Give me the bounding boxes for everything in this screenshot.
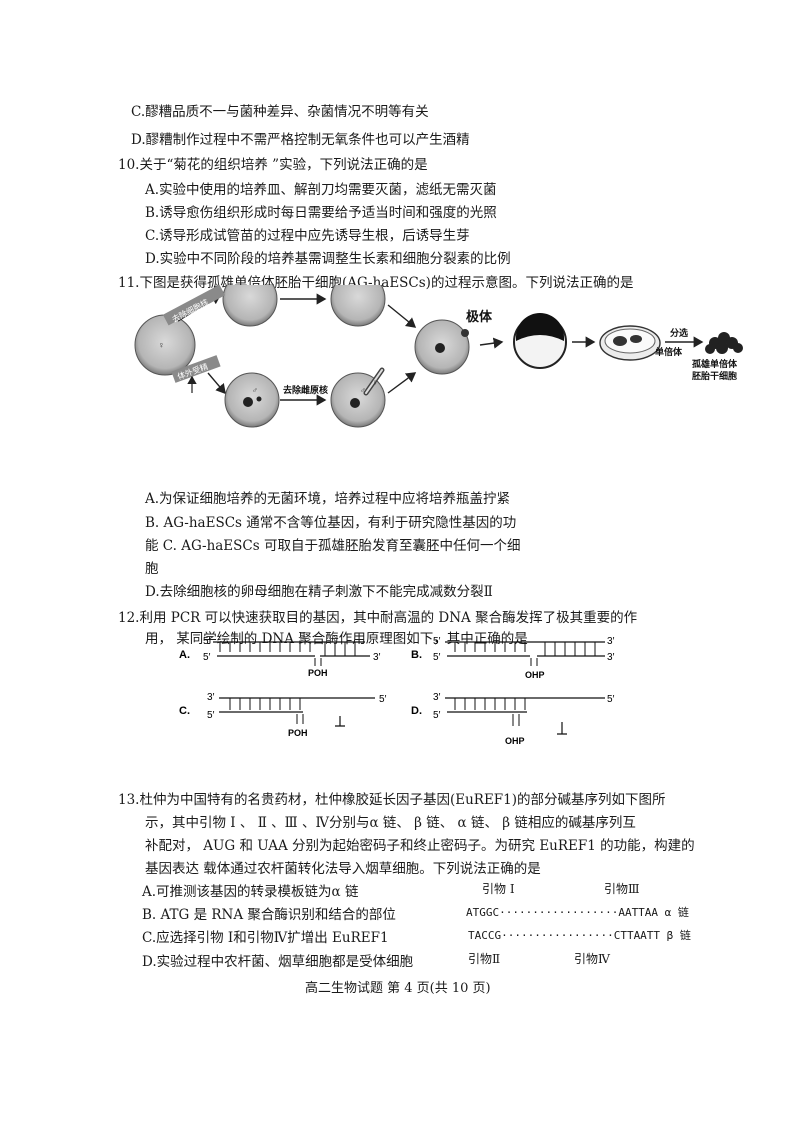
label-result-2: 胚胎干细胞 [692, 370, 737, 381]
q12-figure: A. 5′ 5′ 3′ POH B. 5′ 3′ 5′ 3′ OHP C. 3′… [179, 636, 615, 746]
q11-option-d: D.去除细胞核的卵母细胞在精子刺激下不能完成减数分裂Ⅱ [145, 584, 493, 600]
svg-text:5′: 5′ [379, 694, 387, 705]
primer-1-label: 引物 Ⅰ [482, 882, 515, 896]
label-result-1: 孤雄单倍体 [692, 358, 738, 369]
q10-option-a: A.实验中使用的培养皿、解剖刀均需要灭菌，滤纸无需灭菌 [145, 182, 497, 198]
page-footer: 高二生物试题 第 4 页(共 10 页) [305, 981, 491, 996]
panel-b: B. 5′ 3′ 5′ 3′ OHP [411, 636, 615, 680]
oocyte-cell [134, 314, 196, 376]
svg-text:3′: 3′ [433, 692, 441, 703]
q13-option-a: A.可推测该基因的转录模板链为α 链 [142, 884, 359, 900]
q13-stem-line1: 13.杜仲为中国特有的名贵药材，杜仲橡胶延长因子基因(EuREF1)的部分碱基序… [118, 792, 666, 808]
q11-figure: ♀ 去除细胞核 体外受精 ♂ 去除雌原核 ♂ ♀ 极体 分选 单倍体 [134, 285, 743, 428]
label-remove-female-pronucleus: 去除雌原核 [283, 384, 328, 395]
panel-d: D. 3′ 5′ 5′ OHP [411, 692, 615, 746]
svg-text:POH: POH [288, 728, 308, 738]
q10-stem: 10.关于“菊花的组织培养 ”实验，下列说法正确的是 [118, 157, 428, 173]
label-polar-body: 极体 [466, 309, 493, 324]
svg-text:OHP: OHP [525, 670, 545, 680]
svg-text:A.: A. [179, 649, 190, 661]
q11-option-a: A.为保证细胞培养的无菌环境，培养过程中应将培养瓶盖拧紧 [145, 491, 511, 507]
q12-stem-line2: 用， 某同学绘制的 DNA 聚合酶作用原理图如下，其中正确的是 [145, 631, 528, 647]
q10-option-c: C.诱导形成试管苗的过程中应先诱导生根，后诱导生芽 [145, 228, 470, 244]
q9-option-d: D.醪糟制作过程中不需严格控制无氧条件也可以产生酒精 [131, 132, 470, 148]
label-haploid: 单倍体 [655, 346, 683, 357]
q13-stem-line2: 示，其中引物 Ⅰ 、 Ⅱ 、Ⅲ 、Ⅳ分别与α 链、 β 链、 α 链、 β 链相… [145, 815, 636, 831]
svg-text:5′: 5′ [607, 694, 615, 705]
svg-text:5′: 5′ [207, 710, 215, 721]
q13-option-b: B. ATG 是 RNA 聚合酶识别和结合的部位 [142, 907, 396, 923]
q11-option-c-continued: 胞 [145, 561, 159, 577]
q13-stem-line4: 基因表达 载体通过农杆菌转化法导入烟草细胞。下列说法正确的是 [145, 861, 541, 877]
female-symbol-2: ♀ [372, 378, 378, 387]
enucleated-cell [222, 285, 278, 327]
q13-stem-line3: 补配对， AUG 和 UAA 分别为起始密码子和终止密码子。为研究 EuREF1… [145, 838, 695, 854]
primer-4-label: 引物Ⅳ [574, 952, 610, 966]
svg-text:5′: 5′ [433, 636, 441, 647]
sequence-alpha-chain: ATGGC··················AATTAA α 链 [466, 906, 689, 919]
sequence-beta-chain: TACCG·················CTTAATT β 链 [468, 929, 691, 942]
cell-colony [705, 332, 743, 354]
q13-option-d: D.实验过程中农杆菌、烟草细胞都是受体细胞 [142, 954, 414, 970]
male-symbol-2: ♂ [360, 386, 366, 395]
q12-stem-line1: 12.利用 PCR 可以快速获取目的基因，其中耐高温的 DNA 聚合酶发挥了极其… [118, 610, 638, 626]
q11-option-b: B. AG-haESCs 通常不含等位基因，有利于研究隐性基因的功 [145, 515, 517, 531]
label-sort: 分选 [670, 327, 688, 338]
fused-cell [330, 285, 386, 327]
svg-text:5′: 5′ [433, 710, 441, 721]
male-symbol-1: ♂ [252, 386, 258, 395]
svg-text:POH: POH [308, 668, 328, 678]
svg-text:OHP: OHP [505, 736, 525, 746]
q13-option-c: C.应选择引物 Ⅰ和引物Ⅳ扩增出 EuREF1 [142, 930, 389, 946]
panel-a: A. 5′ 5′ 3′ POH [179, 636, 381, 678]
q10-option-d: D.实验中不同阶段的培养基需调整生长素和细胞分裂素的比例 [145, 251, 511, 267]
svg-text:5′: 5′ [203, 652, 211, 663]
svg-text:3′: 3′ [207, 692, 215, 703]
svg-text:3′: 3′ [373, 652, 381, 663]
female-symbol-1: ♀ [158, 340, 165, 350]
q11-option-b-continued: 能 C. AG-haESCs 可取自于孤雄胚胎发育至囊胚中任何一个细 [145, 538, 521, 554]
q9-option-c: C.醪糟品质不一与菌种差异、杂菌情况不明等有关 [131, 104, 429, 120]
panel-c: C. 3′ 5′ 5′ POH [179, 692, 387, 738]
primer-3-label: 引物Ⅲ [604, 882, 640, 896]
q10-option-b: B.诱导愈伤组织形成时每日需要给予适当时间和强度的光照 [145, 205, 497, 221]
svg-text:5′: 5′ [433, 652, 441, 663]
svg-text:D.: D. [411, 705, 422, 717]
svg-text:C.: C. [179, 705, 190, 717]
svg-text:3′: 3′ [607, 636, 615, 647]
svg-text:B.: B. [411, 649, 422, 661]
svg-text:5′: 5′ [203, 636, 211, 647]
svg-text:3′: 3′ [607, 652, 615, 663]
primer-2-label: 引物Ⅱ [468, 952, 501, 966]
